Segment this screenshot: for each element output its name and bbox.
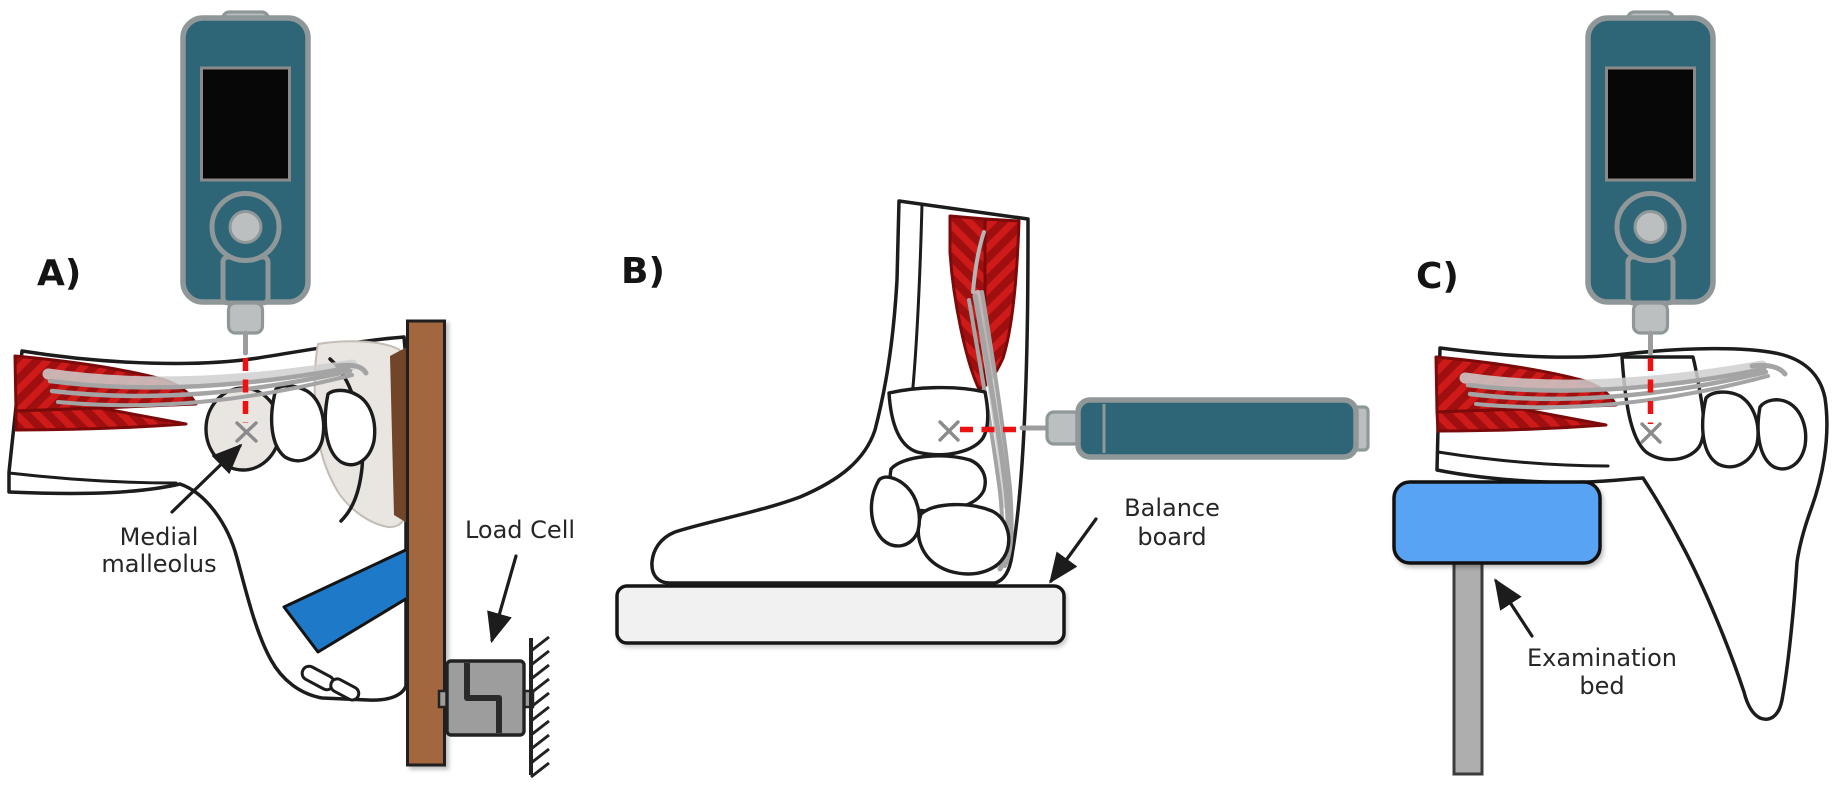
- panel-c-label: C): [1416, 256, 1459, 297]
- panel-c-exam-caption: bed: [1579, 672, 1624, 700]
- panel-a-load-cell-caption: Load Cell: [465, 516, 575, 544]
- panel-b-tendon: [971, 230, 986, 294]
- panel-a-load-cell-arrow: [487, 554, 518, 644]
- panel-c-tendon: [1459, 360, 1768, 391]
- device-probe-mount: [1045, 410, 1082, 446]
- panel-c-algometer-device: [1588, 12, 1713, 353]
- panel-c: C) Examination bed: [1392, 12, 1829, 776]
- panel-b-label: B): [621, 251, 665, 292]
- panel-b-calcaneus-bone: [916, 502, 1011, 576]
- panel-b-tibia-front-line: [909, 202, 924, 410]
- panel-a-medial-malleolus-arrow: [170, 443, 243, 514]
- panel-c-exam-bed-arrow: [1494, 578, 1534, 638]
- panel-a-tendon: [42, 359, 358, 388]
- panel-a-muscle: [14, 406, 188, 432]
- panel-a-navicular-bone: [323, 388, 377, 467]
- device-body: [1075, 397, 1359, 460]
- panel-a-tibia-lower-edge: [7, 471, 178, 485]
- panel-a-medial-caption: Medial: [120, 523, 199, 551]
- panel-a-wall-hatching-icon: [529, 635, 550, 779]
- panel-c-exam-caption: Examination: [1527, 644, 1677, 672]
- panel-a: A): [7, 12, 575, 779]
- panel-c-muscle: [1435, 407, 1608, 433]
- panel-b-balance-board-arrow: [1049, 517, 1098, 584]
- panel-a-toe-bone: [329, 677, 361, 702]
- panel-c-bed-pad: [1392, 480, 1602, 565]
- panel-b-balance-caption: Balance: [1124, 494, 1220, 522]
- panel-a-tendon: [56, 373, 354, 408]
- panel-a-algometer-device: [183, 12, 308, 353]
- panel-c-tendon: [1467, 369, 1769, 402]
- panel-b: B): [615, 199, 1370, 645]
- panel-a-label: A): [37, 253, 81, 294]
- panel-c-bed-post: [1452, 558, 1484, 776]
- panel-c-x-target-icon: [1640, 422, 1662, 444]
- panel-b-tendon: [980, 290, 1014, 568]
- panel-c-talus-bone: [1700, 390, 1760, 469]
- panel-c-navicular-bone: [1756, 398, 1808, 471]
- panel-a-talus-bone: [269, 384, 326, 463]
- panel-a-load-cell-slot: [464, 663, 502, 733]
- panel-b-tarsal-bone: [869, 475, 922, 548]
- panel-a-tendon: [335, 362, 369, 376]
- panel-b-balance-caption: board: [1137, 523, 1206, 551]
- panel-a-x-target-icon: [235, 421, 258, 443]
- panel-a-tendon: [49, 368, 353, 399]
- panel-a-tendon: [47, 365, 351, 390]
- panel-c-tendon: [1474, 374, 1770, 410]
- panel-b-balance-board: [615, 584, 1066, 645]
- panel-c-tibia-lower-edge: [1436, 450, 1610, 468]
- panel-b-algometer-device: [1019, 397, 1370, 460]
- panel-a-board-shadow: [390, 347, 407, 523]
- panel-a-medial-caption: malleolus: [101, 550, 216, 578]
- panel-b-distal-tibia: [887, 385, 990, 457]
- panel-c-tendon: [1465, 366, 1767, 393]
- panel-b-x-target-icon: [938, 420, 960, 442]
- panel-c-tendon: [1749, 362, 1788, 377]
